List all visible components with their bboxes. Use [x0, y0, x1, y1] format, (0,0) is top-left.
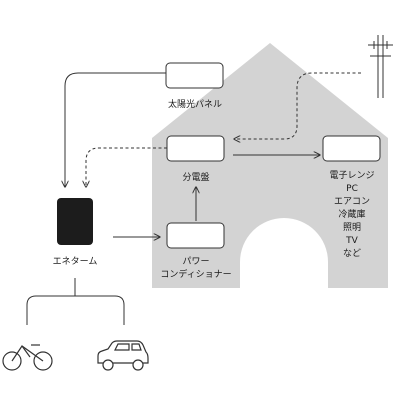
- grid-power-line: [234, 72, 361, 139]
- appliance-item: 電子レンジ: [329, 170, 374, 181]
- bicycle-icon: [2, 344, 53, 371]
- battery-label: エネターム: [53, 256, 98, 267]
- power-conditioner-box: [166, 222, 225, 249]
- distribution-board-label: 分電盤: [182, 171, 209, 183]
- power-conditioner-label-line2: コンディショナー: [160, 268, 231, 280]
- appliance-item: 照明: [343, 222, 361, 233]
- solar-to-battery-line: [65, 72, 166, 187]
- battery-unit: [57, 198, 93, 245]
- distribution-board-box: [166, 135, 225, 162]
- appliances-list: 電子レンジ PC エアコン 冷蔵庫 照明 TV など: [329, 170, 374, 259]
- appliance-item: PC: [346, 184, 358, 194]
- car-icon: [97, 340, 149, 371]
- appliance-item: エアコン: [334, 197, 370, 207]
- power-conditioner-label-line1: パワー: [182, 256, 209, 267]
- utility-pole-icon: [368, 35, 393, 98]
- vehicles-branch-line: [26, 295, 125, 325]
- solar-panel-box: [165, 62, 224, 89]
- appliances-box: [322, 135, 381, 162]
- appliance-item: など: [343, 248, 361, 259]
- solar-panel-label: 太陽光パネル: [168, 98, 222, 110]
- appliance-item: 冷蔵庫: [338, 208, 365, 220]
- board-to-battery-line: [86, 147, 167, 187]
- appliance-item: TV: [345, 236, 358, 246]
